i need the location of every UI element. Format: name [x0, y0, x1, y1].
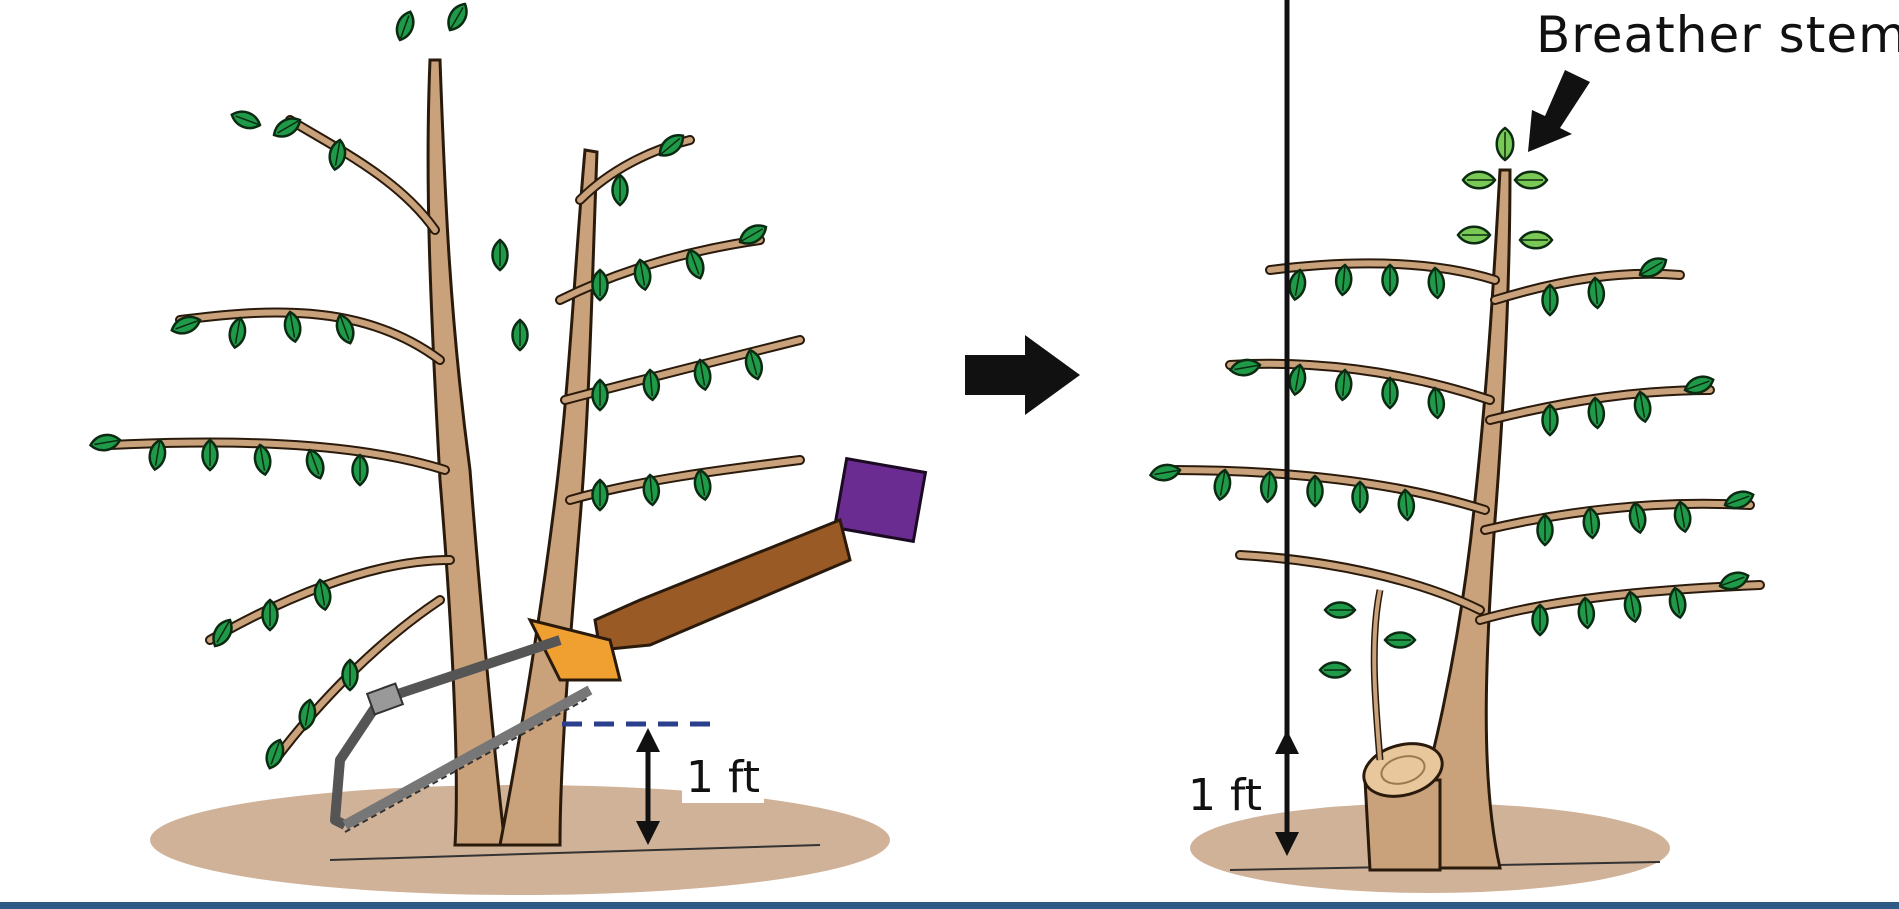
arrow-right-icon [965, 335, 1080, 415]
tree-before-icon [89, 0, 925, 895]
trunk-left [428, 60, 505, 845]
saw-icon [335, 459, 925, 832]
leaves-right [1149, 254, 1756, 678]
double-arrow-icon-right [1275, 0, 1299, 856]
footer-bar [0, 902, 1899, 909]
arrow-down-icon [1528, 70, 1590, 152]
breather-stem-label: Breather stem [1536, 6, 1899, 64]
tree-after-icon [1149, 0, 1760, 893]
sleeve [835, 459, 926, 542]
cut-height-label-right: 1 ft [1188, 770, 1262, 821]
double-arrow-icon [636, 728, 660, 845]
arm [595, 520, 850, 650]
cut-height-label-left: 1 ft [682, 752, 764, 803]
